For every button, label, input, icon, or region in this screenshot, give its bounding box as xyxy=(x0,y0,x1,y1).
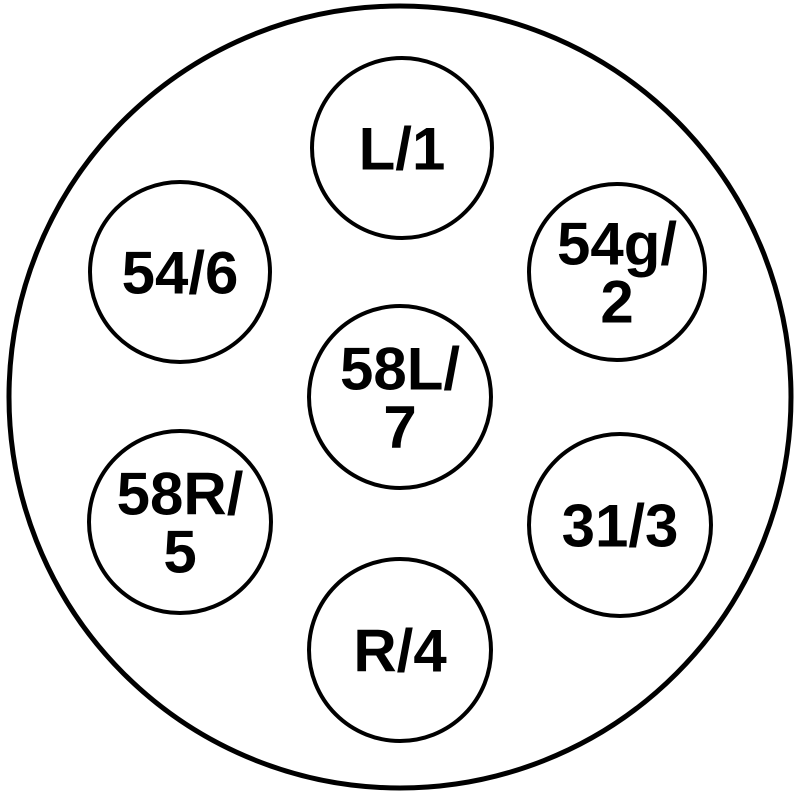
pin-54-6: 54/6 xyxy=(88,180,272,364)
pin-label: 5 xyxy=(163,519,196,586)
pin-label: 2 xyxy=(600,269,633,336)
pin-circle xyxy=(527,182,707,362)
pin-58l-7: 58L/7 xyxy=(307,304,493,490)
pin-label: 58L/ xyxy=(340,336,460,403)
pin-circle xyxy=(87,429,273,615)
pin-label: L/1 xyxy=(359,116,446,183)
pin-label: 7 xyxy=(383,394,416,461)
pin-58r-5: 58R/5 xyxy=(87,429,273,615)
pin-circle xyxy=(527,432,713,618)
pin-circle xyxy=(307,557,493,743)
pin-label: 54g/ xyxy=(557,211,677,278)
pin-54g-2: 54g/2 xyxy=(527,182,707,362)
pin-label: 31/3 xyxy=(562,493,679,560)
pin-label: R/4 xyxy=(353,618,447,685)
pin-circle xyxy=(310,56,494,240)
pin-l-1: L/1 xyxy=(310,56,494,240)
pin-31-3: 31/3 xyxy=(527,432,713,618)
pin-label: 54/6 xyxy=(122,240,239,307)
pin-circle xyxy=(88,180,272,364)
pin-circle xyxy=(307,304,493,490)
pin-label: 58R/ xyxy=(117,461,244,528)
pin-r-4: R/4 xyxy=(307,557,493,743)
